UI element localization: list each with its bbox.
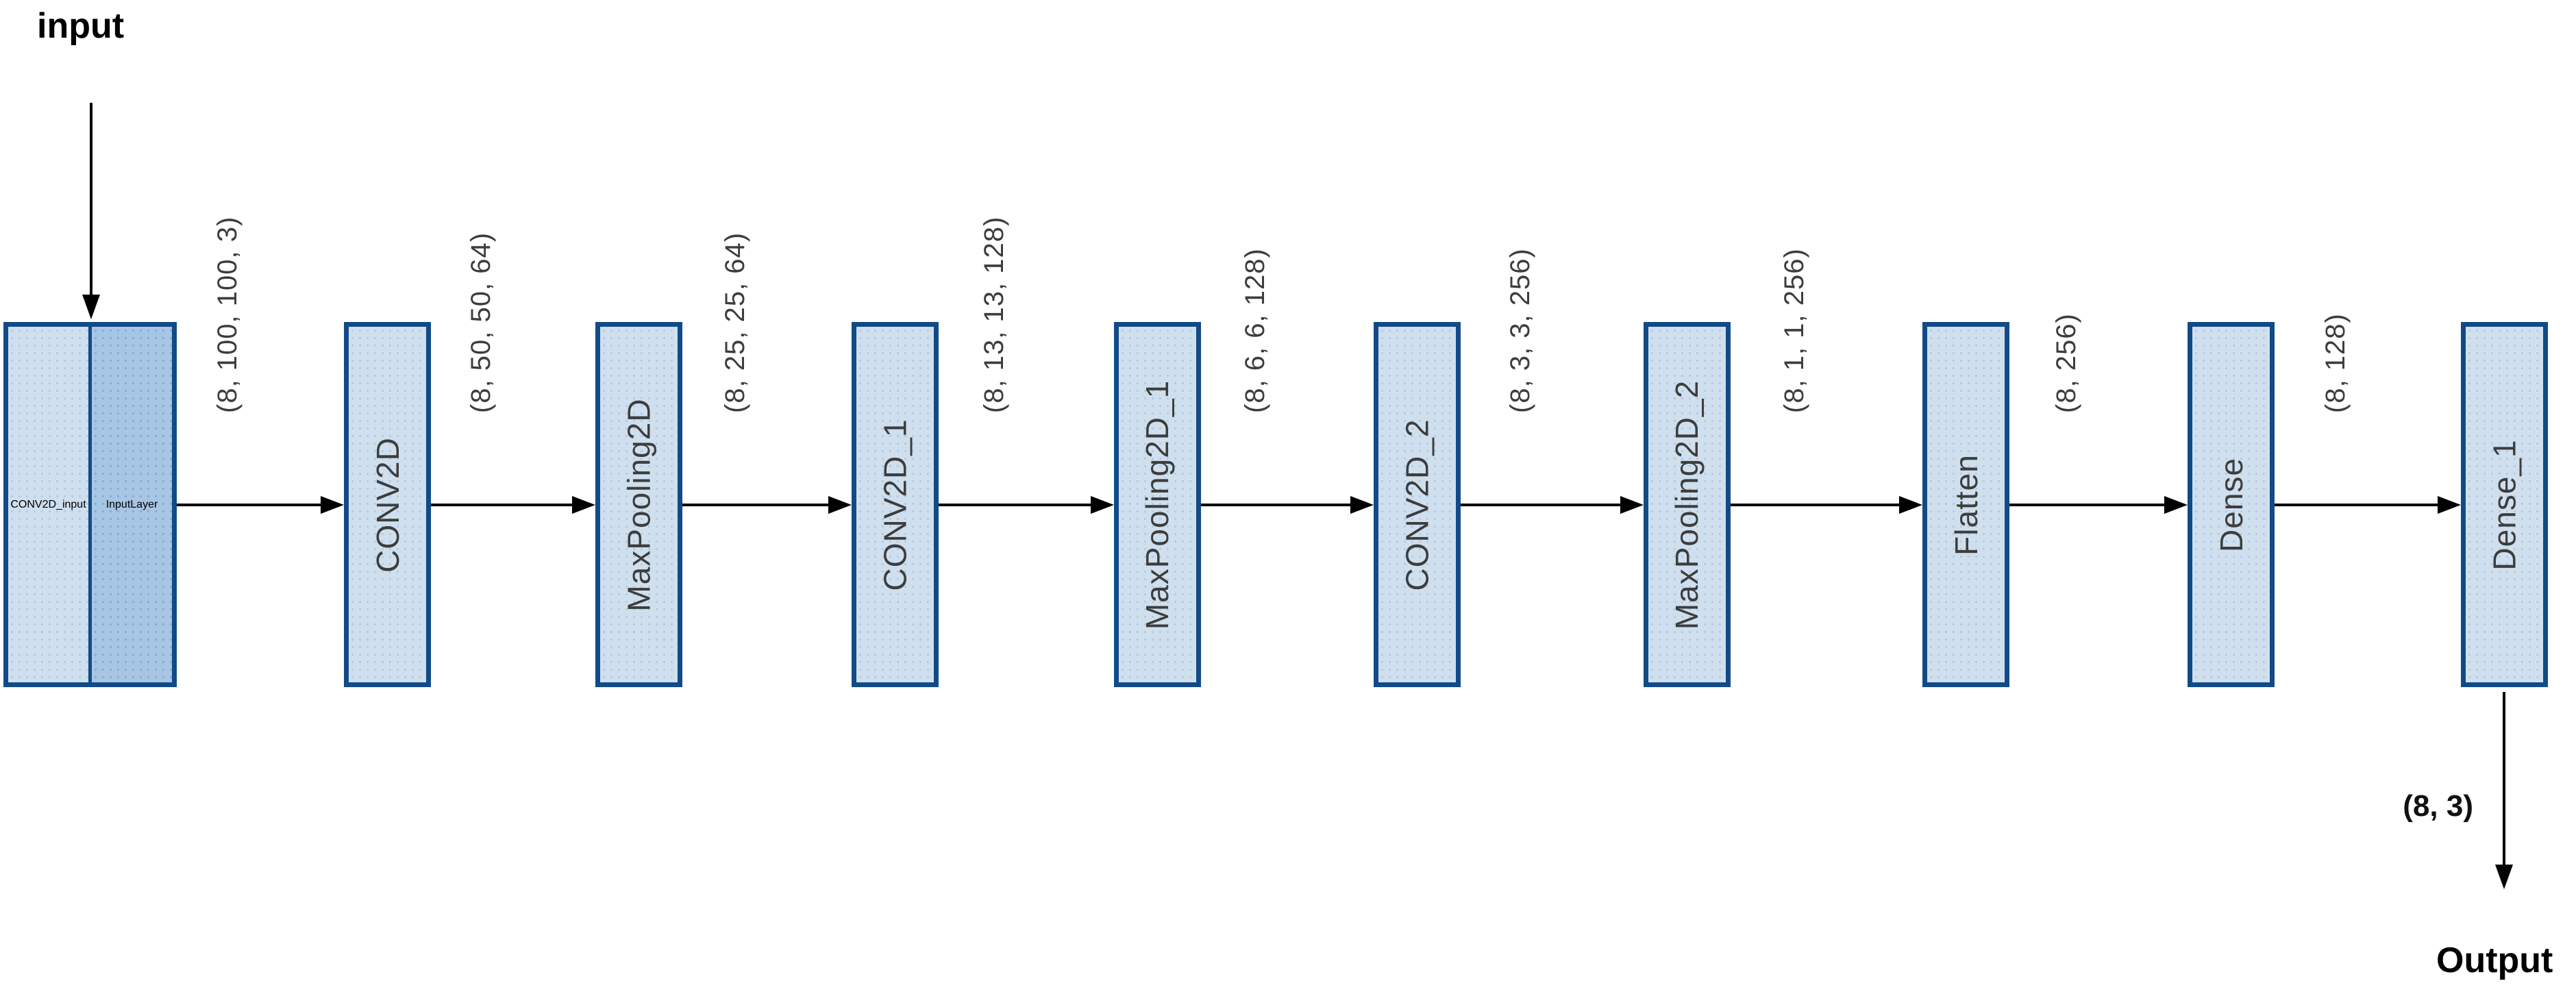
edge-arrow-line (1201, 504, 1350, 506)
layer-box-dense: Dense (2188, 322, 2275, 687)
edge-arrow-line (1731, 504, 1899, 506)
layer-box-conv2d-2: CONV2D_2 (1374, 322, 1461, 687)
output-shape-label: (8, 3) (2403, 789, 2473, 823)
edge-arrowhead-icon (572, 496, 595, 514)
input-arrow-line (90, 103, 92, 295)
edge-arrow-line (682, 504, 828, 506)
edge-arrowhead-icon (321, 496, 344, 514)
edge-shape-label: (8, 100, 100, 3) (212, 216, 243, 413)
layer-box-dense-1: Dense_1 (2461, 322, 2548, 687)
edge-arrowhead-icon (1091, 496, 1114, 514)
input-arrowhead-icon (82, 295, 100, 319)
output-arrow-line (2503, 692, 2505, 865)
layer-box-conv2d-1: CONV2D_1 (852, 322, 939, 687)
edge-arrow-line (1461, 504, 1620, 506)
edge-arrow-line (431, 504, 572, 506)
layer-box-conv2d-input-name-cell: CONV2D_input (8, 327, 88, 682)
layer-name-label: Dense (2213, 457, 2249, 552)
edge-shape-label: (8, 1, 1, 256) (1779, 248, 1809, 413)
edge-arrowhead-icon (1899, 496, 1922, 514)
edge-shape-label: (8, 256) (2051, 313, 2081, 413)
edge-shape-label: (8, 13, 13, 128) (979, 216, 1009, 413)
edge-arrow-line (939, 504, 1091, 506)
edge-arrowhead-icon (2164, 496, 2188, 514)
layer-name-label: Flatten (1948, 454, 1984, 556)
layer-box-flatten: Flatten (1922, 322, 2009, 687)
output-arrowhead-icon (2495, 865, 2513, 889)
layer-name-label: MaxPooling2D_1 (1139, 380, 1176, 630)
edge-arrow-line (2009, 504, 2164, 506)
layer-name-label: CONV2D_input (10, 498, 86, 510)
edge-arrowhead-icon (2438, 496, 2461, 514)
edge-shape-label: (8, 3, 3, 256) (1505, 248, 1535, 413)
layer-box-conv2d-input: CONV2D_input InputLayer (3, 322, 177, 687)
layer-name-label: CONV2D_1 (877, 419, 913, 591)
layer-box-conv2d-input-type-cell: InputLayer (88, 327, 172, 682)
edge-arrowhead-icon (828, 496, 852, 514)
layer-box-conv2d: CONV2D (344, 322, 431, 687)
layer-name-label: CONV2D (369, 436, 406, 573)
edge-arrow-line (177, 504, 321, 506)
layer-name-label: CONV2D_2 (1399, 419, 1435, 591)
layer-name-label: MaxPooling2D (621, 397, 657, 612)
edge-arrowhead-icon (1350, 496, 1374, 514)
layer-type-label: InputLayer (106, 498, 158, 510)
edge-shape-label: (8, 128) (2320, 313, 2351, 413)
output-label: Output (2436, 941, 2553, 980)
layer-box-maxpooling2d-1: MaxPooling2D_1 (1114, 322, 1201, 687)
layer-name-label: Dense_1 (2486, 438, 2523, 571)
layer-box-maxpooling2d: MaxPooling2D (595, 322, 682, 687)
input-label: input (37, 6, 125, 46)
edge-shape-label: (8, 50, 50, 64) (466, 232, 496, 413)
edge-shape-label: (8, 25, 25, 64) (720, 232, 750, 413)
layer-name-label: MaxPooling2D_2 (1669, 380, 1705, 630)
edge-arrowhead-icon (1620, 496, 1644, 514)
layer-box-maxpooling2d-2: MaxPooling2D_2 (1644, 322, 1731, 687)
edge-shape-label: (8, 6, 6, 128) (1240, 248, 1270, 413)
edge-arrow-line (2275, 504, 2438, 506)
